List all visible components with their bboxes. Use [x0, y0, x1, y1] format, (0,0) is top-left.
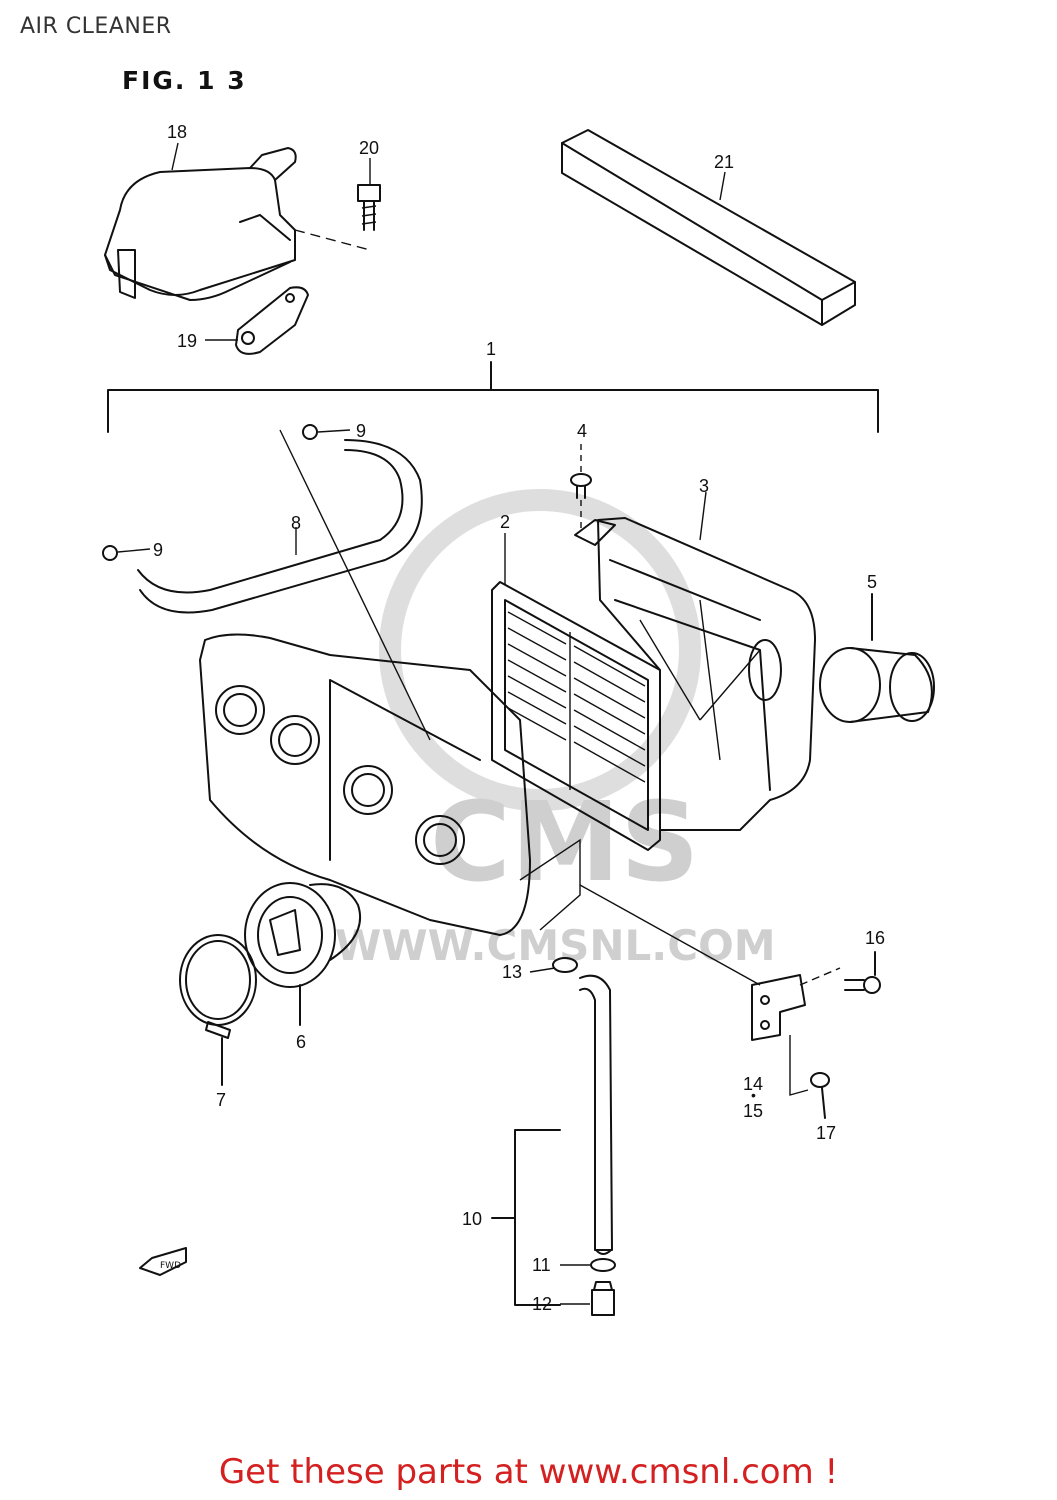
watermark-url: WWW.CMSNL.COM	[335, 921, 776, 970]
part-16-screw	[799, 951, 881, 994]
callout-19: 19	[177, 331, 197, 351]
callout-1: 1	[486, 339, 496, 359]
part-3-housing-cover	[574, 517, 816, 831]
part-17-screw	[810, 1072, 830, 1119]
callout-labels: 18 19 20 21 1 4 3 2 5 9 9 8 13 16 6 7 14…	[153, 122, 885, 1314]
part-9-clamps	[102, 424, 318, 561]
footer-promo-link[interactable]: Get these parts at www.cmsnl.com !	[218, 1452, 839, 1492]
part-20-bolt	[294, 184, 381, 251]
callout-9-left: 9	[153, 540, 163, 560]
part-19-bracket	[235, 286, 309, 355]
callout-16: 16	[865, 928, 885, 948]
part-18-cover	[104, 147, 297, 301]
part-6-connector	[244, 882, 362, 1026]
callout-leaders	[117, 142, 726, 1305]
callout-18: 18	[167, 122, 187, 142]
callout-7: 7	[216, 1090, 226, 1110]
filter-pleats	[507, 611, 646, 783]
watermark-brand: CMS	[430, 778, 699, 906]
callout-12: 12	[532, 1294, 552, 1314]
part-2-filter-element	[491, 581, 661, 851]
part-12-plug	[591, 1281, 615, 1316]
callout-17: 17	[816, 1123, 836, 1143]
watermark: CMS WWW.CMSNL.COM	[335, 489, 776, 970]
fwd-label: FWD	[160, 1261, 181, 1271]
figure-label: FIG. 1 3	[122, 66, 247, 95]
callout-5: 5	[867, 572, 877, 592]
callout-9-top: 9	[356, 421, 366, 441]
part-14-15-bracket	[579, 884, 809, 1096]
callout-13: 13	[502, 962, 522, 982]
callout-4: 4	[577, 421, 587, 441]
assembly-bracket	[107, 361, 879, 433]
callout-8: 8	[291, 513, 301, 533]
part-10-drain-hose	[491, 974, 613, 1306]
callout-11: 11	[532, 1255, 551, 1275]
part-5-intake-duct	[819, 593, 935, 723]
part-11-clip	[590, 1258, 616, 1272]
part-7-clamp-band	[179, 934, 257, 1086]
svg-text:•: •	[751, 1087, 756, 1103]
callout-21: 21	[714, 152, 734, 172]
callout-3: 3	[699, 476, 709, 496]
part-4-screw	[570, 444, 592, 530]
page-title: AIR CLEANER	[20, 14, 172, 39]
part-21-strip	[561, 129, 856, 326]
fwd-direction-arrow: FWD	[139, 1247, 187, 1276]
part-13-clamp	[552, 957, 578, 973]
part-8-hose	[137, 439, 423, 614]
callout-20: 20	[359, 138, 379, 158]
callout-14: 14	[743, 1074, 763, 1094]
callout-15: 15	[743, 1101, 763, 1121]
air-box-body	[199, 429, 581, 936]
callout-6: 6	[296, 1032, 306, 1052]
callout-10: 10	[462, 1209, 482, 1229]
callout-2: 2	[500, 512, 510, 532]
